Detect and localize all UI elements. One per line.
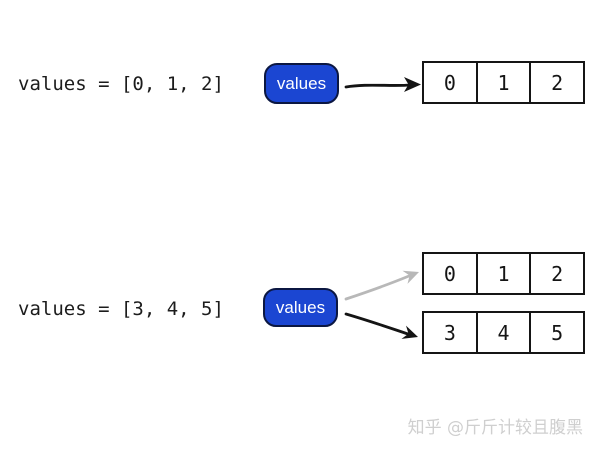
old-reference-arrow <box>344 274 411 301</box>
array-cell: 5 <box>529 313 583 352</box>
new-reference-arrowhead <box>401 325 418 339</box>
variable-pill-top: values <box>264 63 339 104</box>
old-reference-arrowhead <box>402 270 419 284</box>
array-cell: 4 <box>475 313 530 352</box>
zhihu-watermark: 知乎 @斤斤计较且腹黑 <box>407 418 583 438</box>
code-line-second-assignment: values = [3, 4, 5] <box>18 298 224 320</box>
array-cell: 0 <box>443 261 456 286</box>
new-reference-arrow <box>344 312 410 336</box>
variable-pill-bottom-label: values <box>275 297 326 317</box>
variable-pill-top-label: values <box>276 73 327 93</box>
array-box-first-list: 0 1 2 <box>422 61 585 104</box>
array-box-old-list: 0 1 2 <box>422 252 585 295</box>
array-cell: 3 <box>443 320 456 345</box>
assignment-arrow-top <box>344 83 413 89</box>
array-box-new-list: 3 4 5 <box>422 311 585 354</box>
assignment-arrowhead-top <box>404 77 421 92</box>
variable-pill-bottom: values <box>263 288 338 327</box>
array-cell: 2 <box>529 254 583 293</box>
code-line-first-assignment: values = [0, 1, 2] <box>18 73 224 95</box>
array-cell: 2 <box>529 63 583 102</box>
array-cell: 1 <box>475 63 530 102</box>
array-cell: 1 <box>475 254 530 293</box>
array-cell: 0 <box>443 70 456 95</box>
